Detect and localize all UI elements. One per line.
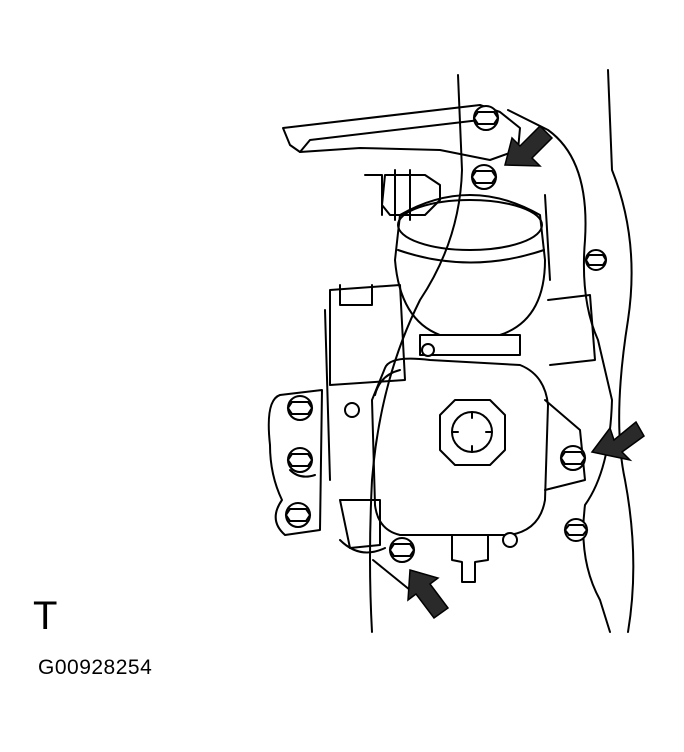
pointer-arrows (407, 124, 645, 620)
spline-hub (439, 399, 506, 466)
left-block (329, 284, 406, 386)
housing-inner-edge (507, 109, 613, 633)
bolt-icon (470, 164, 498, 190)
accumulator-top (394, 194, 546, 336)
bolt-icon (284, 502, 312, 528)
connector-block (381, 174, 441, 216)
bolt-icon (563, 518, 589, 542)
arrow-icon (407, 569, 450, 620)
bolt-icon (559, 445, 587, 471)
arrow-icon (590, 420, 645, 462)
housing-edge (607, 69, 635, 633)
outlet-fitting (451, 534, 489, 583)
bolt-icon (388, 537, 416, 563)
bolt-icon (472, 105, 500, 131)
guide-line (369, 74, 463, 633)
bolts (284, 105, 608, 563)
figure-code: G00928254 (38, 656, 153, 679)
t-mark-icon: T (33, 594, 58, 638)
bolt-icon (584, 249, 608, 271)
bolt-icon (286, 395, 314, 421)
left-tabs (267, 389, 323, 536)
arrow-icon (504, 124, 554, 167)
bolt-icon (286, 447, 314, 473)
pump-cover (371, 357, 549, 536)
